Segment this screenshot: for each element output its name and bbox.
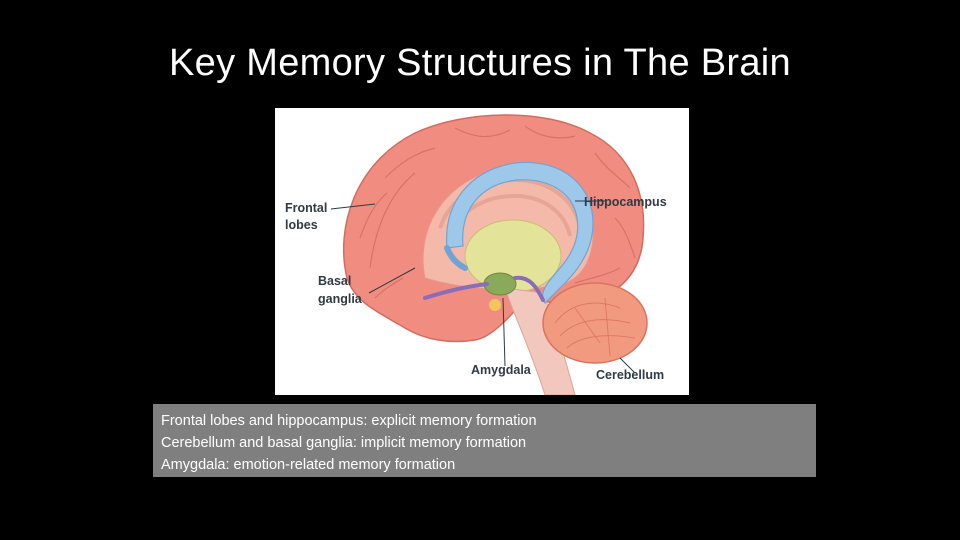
caption-box: Frontal lobes and hippocampus: explicit …: [153, 404, 816, 477]
brain-illustration: Frontal lobes Hippocampus Basal ganglia …: [285, 114, 667, 395]
label-frontal-lobes-1: Frontal: [285, 201, 327, 215]
caption-line: Amygdala: emotion-related memory formati…: [161, 457, 456, 473]
label-cerebellum: Cerebellum: [596, 368, 664, 382]
label-hippocampus: Hippocampus: [584, 195, 667, 209]
brain-diagram: Frontal lobes Hippocampus Basal ganglia …: [275, 108, 689, 395]
label-basal-ganglia-2: ganglia: [318, 292, 363, 306]
caption-line: Frontal lobes and hippocampus: explicit …: [161, 413, 537, 429]
label-basal-ganglia-1: Basal: [318, 274, 351, 288]
cerebellum: [542, 282, 648, 364]
caption-line: Cerebellum and basal ganglia: implicit m…: [161, 435, 527, 451]
slide-title: Key Memory Structures in The Brain: [169, 42, 791, 84]
label-amygdala: Amygdala: [471, 363, 532, 377]
label-frontal-lobes-2: lobes: [285, 218, 318, 232]
